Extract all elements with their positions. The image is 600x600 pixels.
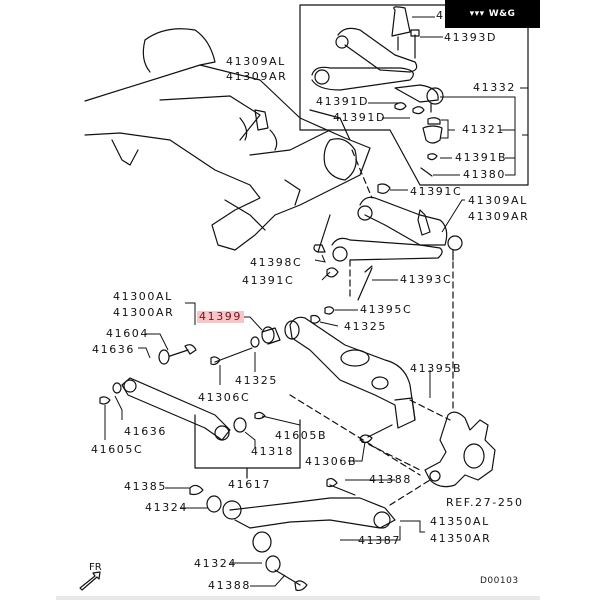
diagram-code: D00103 — [480, 576, 519, 586]
crossmember-drawing — [84, 28, 371, 251]
label-41306C: 41306C — [198, 391, 251, 404]
reference-label: REF.27-250 — [446, 496, 524, 509]
label-41391D-b: 41391D — [333, 111, 387, 124]
label-41300AR: 41300AR — [113, 306, 175, 319]
lower-arm-41350 — [189, 484, 396, 592]
front-direction-label: FR — [89, 562, 102, 573]
label-41398C: 41398C — [250, 256, 303, 269]
upper-arm-assembly — [310, 183, 463, 324]
label-41309AL-top: 41309AL — [226, 55, 286, 68]
dash-toe-link — [289, 394, 421, 476]
dash-crossmember-to-arm — [351, 149, 373, 199]
label-41306B: 41306B — [305, 455, 358, 468]
label-41332: 41332 — [473, 81, 516, 94]
label-41636-a: 41636 — [92, 343, 135, 356]
label-41318: 41318 — [251, 445, 294, 458]
label-41300AL: 41300AL — [113, 290, 173, 303]
label-41395B: 41395B — [410, 362, 463, 375]
watermark-badge: ▾▾▾ W&G — [445, 0, 540, 28]
dash-lower-bolt — [359, 439, 421, 471]
label-41324-a: 41324 — [145, 501, 188, 514]
label-41391B: 41391B — [455, 151, 508, 164]
label-41617: 41617 — [228, 478, 271, 491]
dash-arm-knuckle — [409, 399, 451, 421]
label-41388-a: 41388 — [369, 473, 412, 486]
label-41309AL-mid: 41309AL — [468, 194, 528, 207]
knuckle — [424, 411, 496, 488]
lower-control-arm — [284, 316, 416, 429]
leader-lines — [104, 16, 529, 587]
bushing-stack — [158, 326, 281, 366]
upper-arm-inset — [311, 6, 444, 177]
label-41391D-a: 41391D — [316, 95, 370, 108]
label-41325-b: 41325 — [235, 374, 278, 387]
label-41399-highlighted[interactable]: 41399 — [197, 310, 244, 323]
label-41324-b: 41324 — [194, 557, 237, 570]
dash-lower-arm-knuckle — [389, 479, 431, 506]
label-41309AR-mid: 41309AR — [468, 210, 530, 223]
label-41350AR: 41350AR — [430, 532, 492, 545]
label-41395C: 41395C — [360, 303, 413, 316]
label-41605C: 41605C — [91, 443, 144, 456]
label-41321: 41321 — [462, 123, 505, 136]
label-41380: 41380 — [463, 168, 506, 181]
watermark-text: W&G — [488, 9, 516, 19]
label-41350AL: 41350AL — [430, 515, 490, 528]
label-41391C-a: 41391C — [410, 185, 463, 198]
label-partial-4: 4 — [436, 9, 445, 22]
label-41387: 41387 — [358, 534, 401, 547]
label-41325-a: 41325 — [344, 320, 387, 333]
bottom-strip — [56, 596, 540, 600]
label-41604: 41604 — [106, 327, 149, 340]
label-41605B: 41605B — [275, 429, 328, 442]
label-41388-b: 41388 — [208, 579, 251, 592]
label-41636-b: 41636 — [124, 425, 167, 438]
toe-link — [99, 377, 301, 479]
front-direction-arrow — [79, 571, 101, 591]
label-41309AR-top: 41309AR — [226, 70, 288, 83]
label-41393C: 41393C — [400, 273, 453, 286]
lower-bolts — [326, 424, 393, 496]
label-41393D: 41393D — [444, 31, 498, 44]
chevrons-icon: ▾▾▾ — [469, 9, 485, 19]
label-41385: 41385 — [124, 480, 167, 493]
label-41391C-b: 41391C — [242, 274, 295, 287]
